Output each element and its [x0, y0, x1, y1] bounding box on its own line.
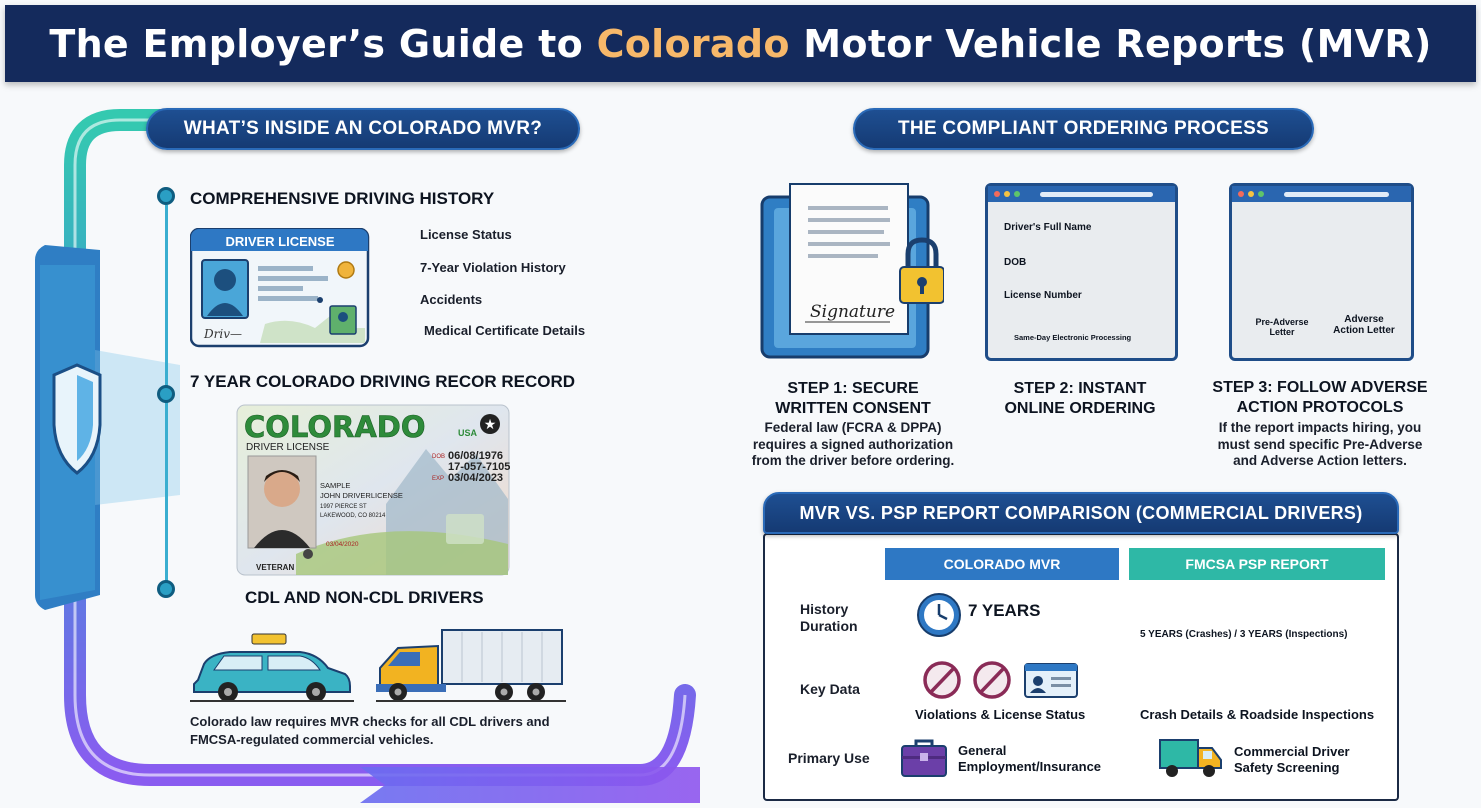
history-item: License Status — [420, 227, 512, 242]
svg-text:Driv—: Driv— — [203, 327, 242, 341]
svg-text:03/04/2020: 03/04/2020 — [326, 541, 359, 548]
svg-text:VETERAN: VETERAN — [256, 563, 294, 572]
svg-text:COLORADO: COLORADO — [244, 410, 426, 444]
svg-text:03/04/2023: 03/04/2023 — [448, 472, 503, 484]
form-field-label: License Number — [1004, 290, 1082, 301]
timeline-dot — [157, 580, 175, 598]
title-highlight: Colorado — [596, 21, 790, 66]
svg-text:JOHN DRIVERLICENSE: JOHN DRIVERLICENSE — [320, 491, 403, 500]
colorado-license-image: COLORADO USA ★ DRIVER LICENSE DOB 06/08/… — [236, 404, 510, 576]
drivers-note-line1: Colorado law requires MVR checks for all… — [190, 714, 550, 729]
section-pill-comparison: MVR VS. PSP REPORT COMPARISON (COMMERCIA… — [763, 492, 1399, 534]
svg-text:DOB: DOB — [432, 454, 445, 460]
history-item: Accidents — [420, 292, 483, 307]
history-title: COMPREHENSIVE DRIVING HISTORY — [190, 189, 495, 208]
record-title: 7 YEAR COLORADO DRIVING RECOR RECORD — [190, 372, 576, 391]
decorative-frame — [35, 109, 700, 803]
key-data-icons — [923, 661, 1078, 699]
page-title: The Employer’s Guide to Colorado Motor V… — [49, 21, 1432, 66]
svg-text:USA: USA — [458, 428, 478, 438]
history-item: 7-Year Violation History — [420, 260, 566, 275]
mvr-keydata-value: Violations & License Status — [915, 707, 1086, 722]
online-order-form: Driver's Full Name DOB License Number Sa… — [985, 183, 1178, 361]
page-header: The Employer’s Guide to Colorado Motor V… — [5, 5, 1476, 82]
drivers-note-line2: FMCSA-regulated commercial vehicles. — [190, 732, 434, 747]
driver-license-card-icon: DRIVER LICENSE Driv— — [190, 228, 370, 348]
signed-consent-icon: Signature — [760, 183, 944, 359]
column-header-mvr: COLORADO MVR — [885, 548, 1119, 580]
form-note: Same-Day Electronic Processing — [1014, 333, 1132, 342]
step1-description: Federal law (FCRA & DPPA)requires a sign… — [751, 420, 955, 468]
taxi-car-icon — [190, 633, 354, 702]
clock-icon — [917, 593, 961, 637]
svg-text:06/08/1976: 06/08/1976 — [448, 450, 503, 462]
svg-text:EXP: EXP — [432, 476, 444, 482]
drivers-title: CDL AND NON-CDL DRIVERS — [245, 588, 484, 607]
svg-text:SAMPLE: SAMPLE — [320, 481, 350, 490]
semi-truck-icon — [376, 629, 566, 702]
delivery-truck-icon — [1159, 739, 1222, 777]
license-card-icon — [1024, 663, 1078, 698]
card-title: DRIVER LICENSE — [225, 234, 334, 249]
psp-history-value: 5 YEARS (Crashes) / 3 YEARS (Inspections… — [1140, 629, 1348, 640]
svg-text:DRIVER LICENSE: DRIVER LICENSE — [246, 442, 330, 453]
briefcase-icon — [901, 739, 947, 777]
form-field-label: Driver's Full Name — [1004, 222, 1092, 233]
row-label-keydata: Key Data — [800, 681, 860, 697]
row-label-primary-use: Primary Use — [788, 750, 870, 766]
svg-text:17-057-7105: 17-057-7105 — [448, 461, 510, 473]
history-item: Medical Certificate Details — [424, 323, 586, 338]
svg-text:LAKEWOOD, CO 80214: LAKEWOOD, CO 80214 — [320, 513, 386, 519]
svg-text:★: ★ — [484, 416, 497, 432]
svg-text:1997 PIERCE ST: 1997 PIERCE ST — [320, 504, 367, 510]
no-violation-icon — [973, 661, 1011, 699]
timeline-dot — [157, 385, 175, 403]
section-pill-whats-inside: WHAT’S INSIDE AN COLORADO MVR? — [146, 108, 580, 150]
no-violation-icon — [923, 661, 961, 699]
section-pill-ordering-process: THE COMPLIANT ORDERING PROCESS — [853, 108, 1314, 150]
mvr-history-value: 7 YEARS — [968, 601, 1041, 620]
svg-text:Signature: Signature — [810, 302, 895, 322]
column-header-psp: FMCSA PSP REPORT — [1129, 548, 1385, 580]
form-field-label: DOB — [1004, 257, 1027, 268]
timeline-dot — [157, 187, 175, 205]
psp-keydata-value: Crash Details & Roadside Inspections — [1140, 707, 1375, 722]
